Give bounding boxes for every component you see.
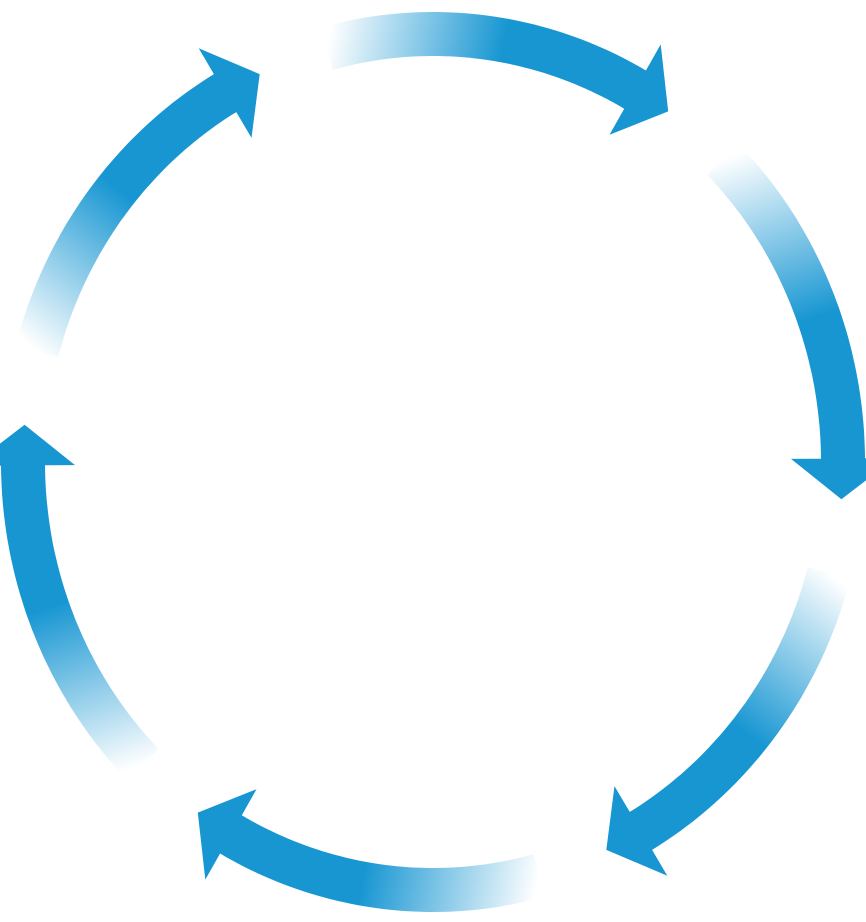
curved-arrow-icon	[321, 12, 669, 135]
cycle-arrows	[0, 12, 866, 912]
curved-arrow-icon	[15, 48, 260, 357]
curved-arrow-icon	[707, 143, 866, 500]
curved-arrow-icon	[0, 424, 159, 781]
curved-arrow-icon	[606, 567, 851, 876]
curved-arrow-icon	[197, 789, 545, 912]
